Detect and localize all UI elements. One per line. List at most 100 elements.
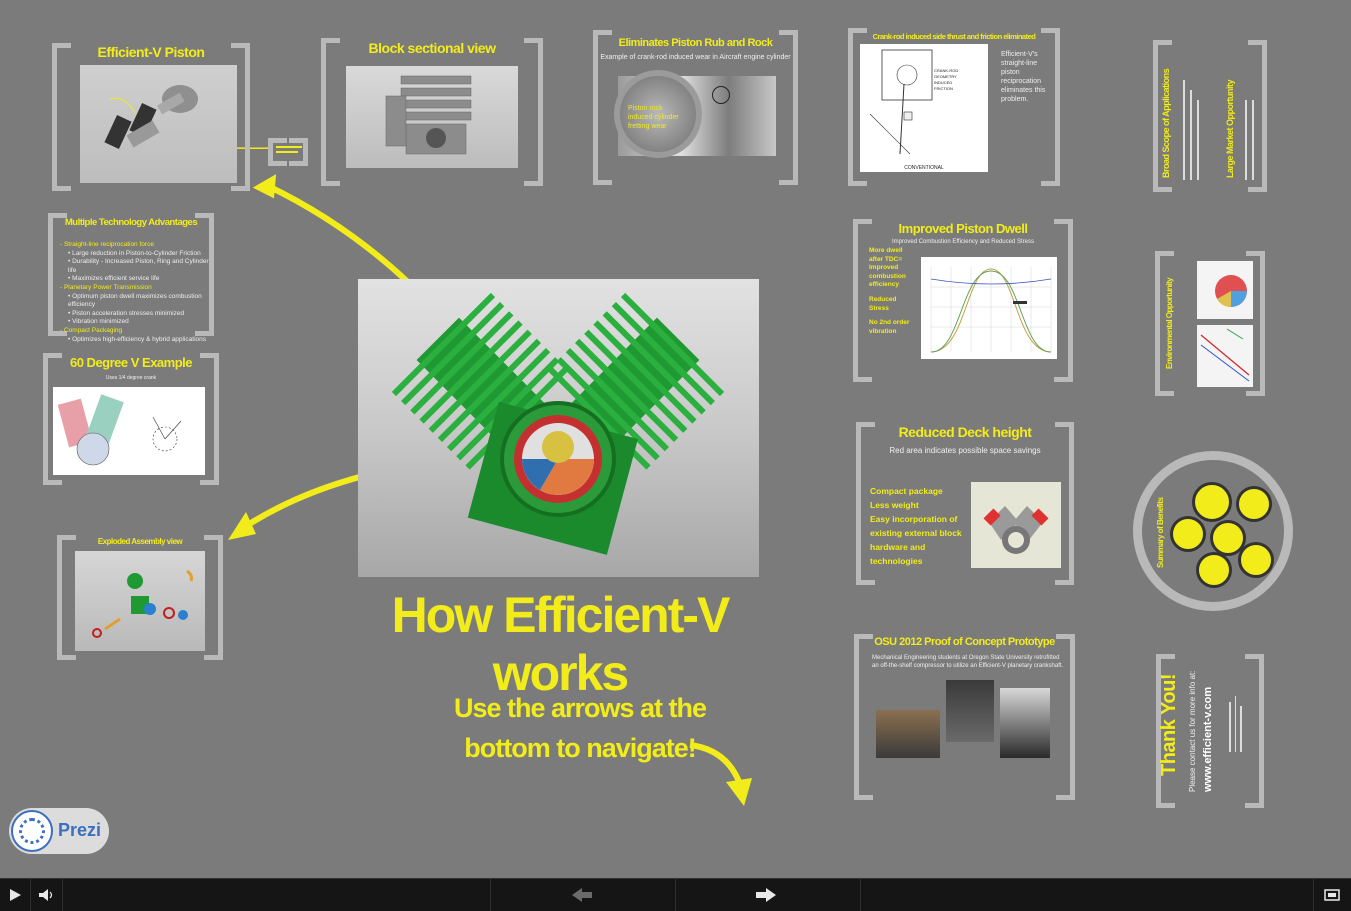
arrow-right-icon	[756, 888, 776, 902]
thanks-url[interactable]: www.efficient-v.com	[1202, 686, 1214, 792]
nav-hint-line-2: bottom to navigate!	[464, 733, 697, 763]
advantage-item: • Maximizes efficient service life	[68, 275, 160, 283]
exploded-image	[75, 551, 205, 651]
frame-side-thrust[interactable]: Crank-rod induced side thrust and fricti…	[848, 28, 1060, 186]
piston-image	[80, 65, 237, 183]
scope-list-1	[1179, 70, 1219, 180]
fullscreen-icon	[1324, 889, 1340, 901]
benefit-circle	[1238, 542, 1274, 578]
nav-hint-line-1: Use the arrows at the	[453, 693, 707, 723]
dwell-chart	[921, 257, 1057, 359]
frame-subtitle: Example of crank-rod induced wear in Air…	[600, 54, 791, 61]
frame-60-degree-v[interactable]: 60 Degree V Example Uses 1/4 degree cran…	[43, 353, 219, 485]
main-title: How Efficient-V works	[391, 587, 731, 701]
frame-subtitle: Uses 1/4 degree crank	[105, 375, 157, 381]
advantage-item: - Compact Packaging	[60, 326, 123, 334]
frame-title: Improved Piston Dwell	[898, 221, 1028, 236]
advantage-item: • Optimizes high-efficiency & hybrid app…	[68, 335, 206, 343]
prezi-logo-text: Prezi	[58, 820, 102, 840]
frame-title: Crank-rod induced side thrust and fricti…	[872, 32, 1036, 41]
frame-title: OSU 2012 Proof of Concept Prototype	[874, 636, 1055, 648]
play-icon	[10, 889, 21, 901]
frame-title: Summary of Benefits	[1156, 497, 1165, 568]
svg-text:CRANK-ROD: CRANK-ROD	[934, 68, 958, 73]
frame-piston-dwell[interactable]: Improved Piston Dwell Improved Combustio…	[853, 219, 1073, 382]
diagram-caption: CONVENTIONAL	[904, 165, 944, 171]
prezi-logo-icon	[11, 810, 53, 852]
svg-text:INDUCED: INDUCED	[934, 80, 952, 85]
benefit-circle	[1236, 486, 1272, 522]
frame-title: Eliminates Piston Rub and Rock	[618, 37, 773, 49]
thanks-line: Please contact us for more info at:	[1188, 670, 1197, 792]
frame-piston-rub[interactable]: Eliminates Piston Rub and Rock Example o…	[593, 30, 798, 185]
overlay-text: Piston rock induced cylinder fretting we…	[628, 105, 679, 130]
env-chart-2	[1197, 325, 1253, 387]
frame-title: Reduced Deck height	[898, 424, 1032, 440]
deck-image	[971, 482, 1061, 568]
frame-title: Block sectional view	[368, 40, 496, 56]
frame-broad-scope[interactable]: Broad Scope of Applications Large Market…	[1153, 40, 1267, 192]
v60-image	[53, 387, 205, 475]
dwell-bullet: Reduced Stress	[869, 295, 897, 312]
frame-advantages[interactable]: Multiple Technology Advantages - Straigh…	[48, 213, 214, 343]
frame-title: Environmental Opportunity	[1165, 277, 1174, 369]
advantage-item: • Piston acceleration stresses minimized	[68, 309, 185, 317]
frame-piston[interactable]: Efficient-V Piston	[52, 43, 250, 191]
deck-bullet: Less weight	[870, 500, 919, 510]
frame-thank-you[interactable]: Thank You! Please contact us for more in…	[1156, 654, 1264, 808]
frame-environmental[interactable]: Environmental Opportunity	[1155, 251, 1265, 396]
frame-block[interactable]: Block sectional view	[321, 38, 543, 186]
benefit-circle	[1170, 516, 1206, 552]
arrow-left-icon	[572, 888, 592, 902]
frame-deck-height[interactable]: Reduced Deck height Red area indicates p…	[856, 422, 1074, 585]
env-chart-1	[1197, 261, 1253, 319]
benefit-circle	[1196, 552, 1232, 588]
svg-text:GEOMETRY: GEOMETRY	[934, 74, 957, 79]
frame-exploded-assembly[interactable]: Exploded Assembly view	[57, 535, 223, 660]
next-step-button[interactable]	[752, 886, 780, 904]
nav-hint: Use the arrows at the bottom to navigate…	[440, 688, 720, 768]
scope-list-2	[1241, 70, 1261, 180]
advantage-item: - Straight-line reciprocation force	[60, 241, 154, 248]
summary-circle[interactable]: Summary of Benefits	[1133, 451, 1293, 611]
volume-icon	[39, 889, 53, 901]
deck-bullets: Compact package Less weight Easy incorpo…	[870, 484, 978, 568]
small-linked-frame[interactable]	[268, 138, 308, 166]
volume-button[interactable]	[37, 887, 57, 903]
deck-bullet: Compact package	[870, 486, 943, 496]
advantages-list: - Straight-line reciprocation force • La…	[60, 241, 210, 344]
dwell-bullets: More dwell after TDC= Improved combustio…	[869, 247, 915, 336]
dwell-bullet: More dwell after TDC= Improved combustio…	[869, 247, 906, 289]
frame-title: Multiple Technology Advantages	[64, 217, 198, 228]
frame-subtitle: Large Market Opportunity	[1225, 79, 1235, 178]
frame-subtitle: Red area indicates possible space saving…	[889, 446, 1041, 455]
prototype-photo-2	[946, 680, 994, 742]
prezi-logo[interactable]: Prezi	[9, 808, 109, 854]
cylinder-image: Piston rock induced cylinder fretting we…	[614, 70, 776, 158]
frame-title: Efficient-V Piston	[97, 44, 205, 60]
frame-osu-prototype[interactable]: OSU 2012 Proof of Concept Prototype Mech…	[854, 634, 1075, 800]
advantage-item: • Optimum piston dwell maximizes combust…	[68, 292, 202, 309]
previous-step-button[interactable]	[568, 886, 596, 904]
frame-subtitle: Mechanical Engineering students at Orego…	[872, 655, 1064, 669]
player-toolbar	[0, 878, 1351, 911]
frame-title: 60 Degree V Example	[69, 355, 193, 370]
frame-title: Broad Scope of Applications	[1161, 68, 1171, 178]
svg-text:FRICTION: FRICTION	[934, 86, 953, 91]
benefit-circle	[1192, 482, 1232, 522]
dwell-bullet: No 2nd order vibration	[869, 319, 910, 335]
fullscreen-button[interactable]	[1322, 887, 1342, 903]
advantage-item: - Planetary Power Transmission	[60, 283, 152, 291]
frame-title: Exploded Assembly view	[97, 537, 183, 546]
prezi-canvas[interactable]: Efficient-V Piston Block sectional view	[0, 0, 1351, 878]
engine-image	[358, 279, 759, 577]
advantage-item: • Durability - Increased Piston, Ring an…	[68, 258, 209, 274]
frame-subtitle: Improved Combustion Efficiency and Reduc…	[892, 239, 1034, 245]
prototype-photo-1	[876, 710, 940, 758]
play-button[interactable]	[6, 887, 24, 903]
block-image	[346, 66, 518, 168]
thrust-note: Efficient-V's straight-line piston recip…	[1001, 51, 1046, 103]
advantage-item: • Vibration minimized	[68, 318, 129, 326]
thanks-title: Thank You!	[1158, 673, 1180, 776]
